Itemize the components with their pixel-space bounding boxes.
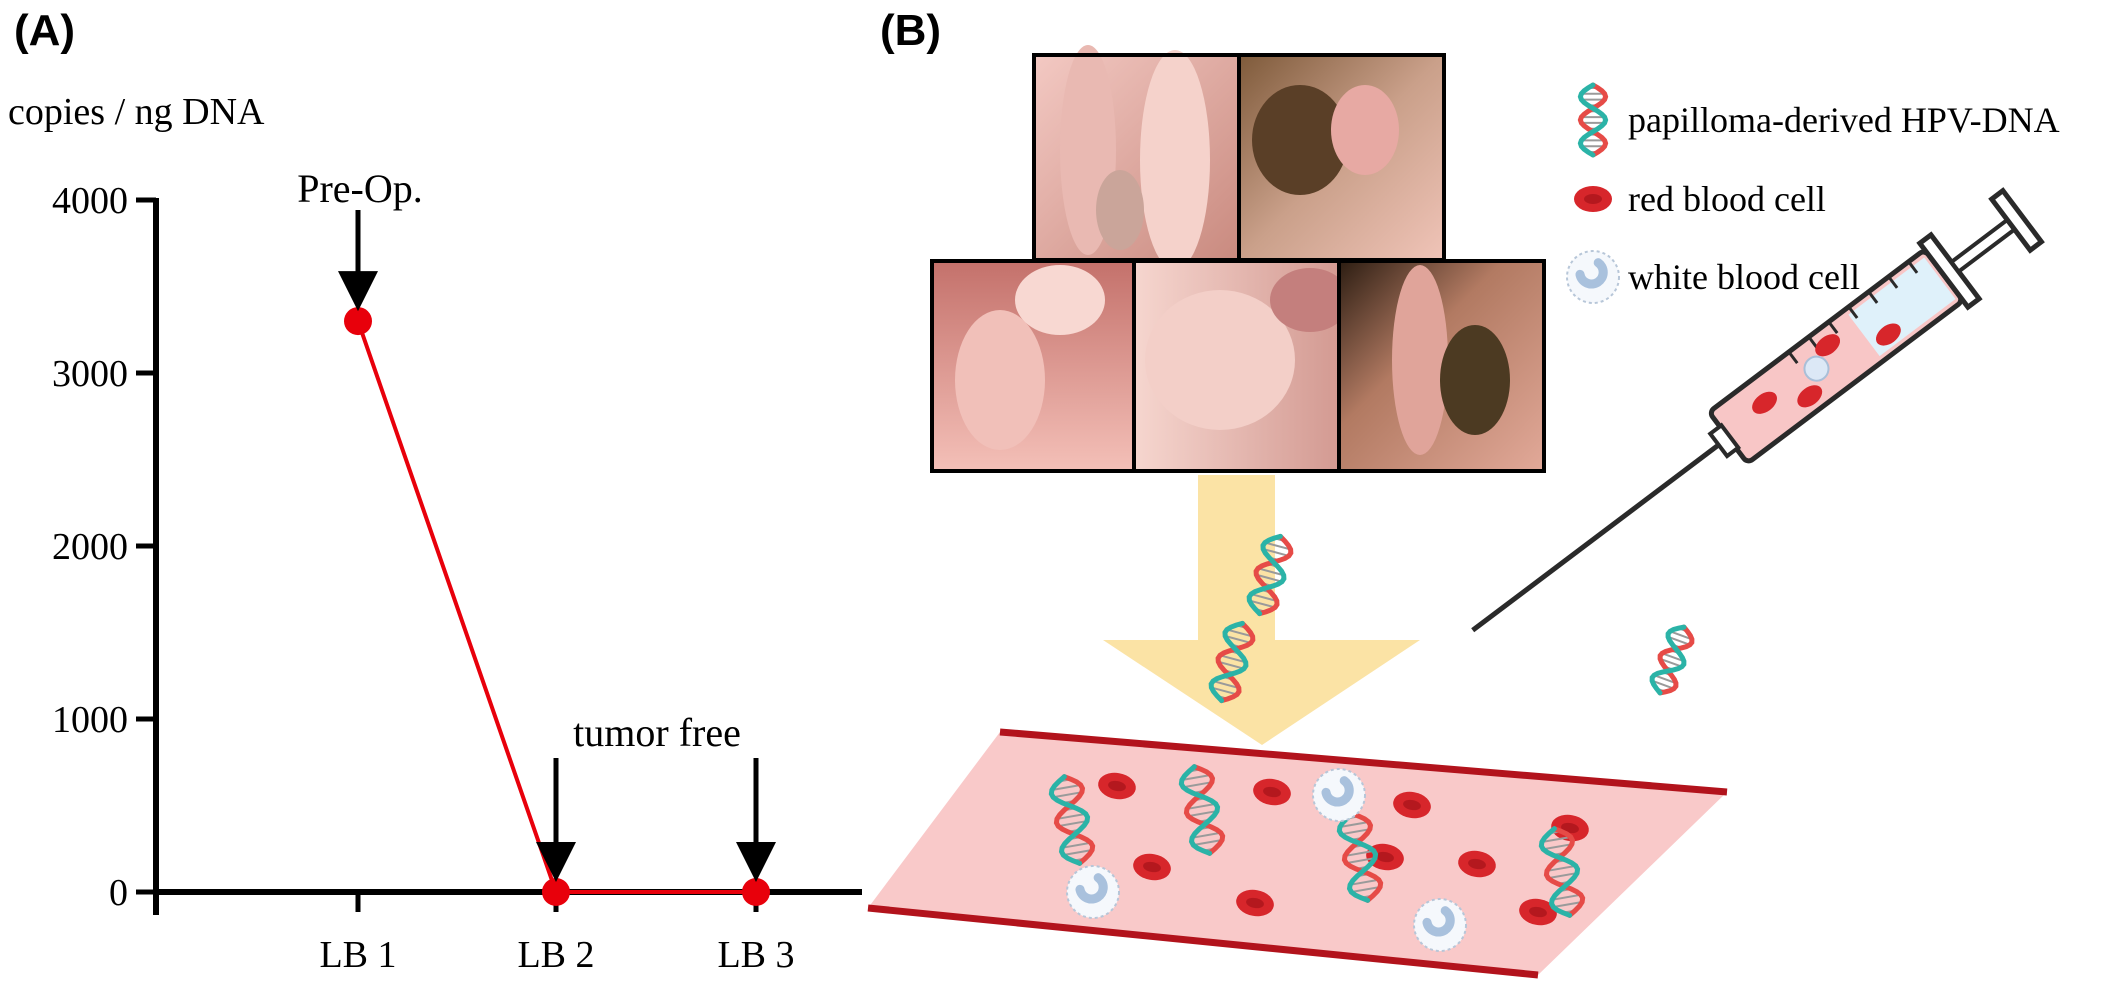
- y-tick-label: 3000: [52, 353, 128, 395]
- y-axis-title: copies / ng DNA: [8, 91, 265, 133]
- x-tick-label: LB 3: [717, 934, 794, 976]
- red-blood-cell-icon: [1393, 791, 1431, 819]
- collage-frames: [930, 53, 1546, 473]
- syringe-icon: [1471, 187, 2045, 633]
- endoscopy-image-1: [1034, 45, 1239, 270]
- dna-helix-icon: [1577, 82, 1609, 158]
- annotations: Pre-Op. tumor free: [297, 166, 776, 882]
- red-blood-cell-icon: [1458, 850, 1496, 878]
- red-blood-cell-icon: [1551, 814, 1589, 842]
- vessel-edge-bottom: [867, 904, 1539, 979]
- y-tick-label: 2000: [52, 526, 128, 568]
- red-blood-cell-icon: [1253, 778, 1291, 806]
- red-blood-cell-icon: [1519, 898, 1557, 926]
- annotation-label: Pre-Op.: [297, 166, 423, 211]
- dna-helix-icon: [1048, 774, 1096, 866]
- panel-a-label: (A): [14, 6, 76, 55]
- endoscopy-image-2: [1239, 55, 1444, 260]
- legend-label: white blood cell: [1628, 257, 1860, 297]
- legend: papilloma-derived HPV-DNA red blood cell w…: [1566, 82, 2060, 304]
- y-tick-label: 4000: [52, 180, 128, 222]
- white-blood-cell-icon: [1566, 250, 1620, 304]
- data-series: [344, 307, 770, 906]
- y-tick-label: 0: [109, 872, 128, 914]
- endoscopy-image-4: [1134, 261, 1350, 471]
- endoscopy-image-3: [932, 261, 1134, 471]
- endoscopy-collage: [930, 45, 1546, 473]
- dna-helix-icon: [1208, 620, 1256, 704]
- vessel-contents: [1048, 533, 1695, 952]
- blood-vessel: [868, 732, 1727, 975]
- white-blood-cell-icon: [1066, 865, 1120, 919]
- dna-helix-icon: [1246, 533, 1294, 617]
- x-tick-label: LB 1: [319, 934, 396, 976]
- vessel-edge-top: [999, 728, 1728, 796]
- data-point: [542, 878, 570, 906]
- legend-label: red blood cell: [1628, 179, 1826, 219]
- dna-helix-icon: [1649, 624, 1695, 696]
- data-point: [344, 307, 372, 336]
- x-ticks: LB 1 LB 2 LB 3: [319, 892, 795, 976]
- dna-helix-icon: [1336, 811, 1384, 903]
- y-tick-label: 1000: [52, 699, 128, 741]
- panel-b-label: (B): [880, 6, 942, 55]
- white-blood-cell-icon: [1413, 898, 1467, 952]
- red-blood-cell-icon: [1236, 889, 1274, 917]
- red-blood-cell-icon: [1133, 853, 1171, 881]
- data-point: [742, 878, 770, 906]
- red-blood-cell-icon: [1574, 186, 1612, 212]
- legend-label: papilloma-derived HPV-DNA: [1628, 100, 2060, 140]
- dna-helix-icon: [1178, 764, 1226, 856]
- white-blood-cell-icon: [1312, 768, 1366, 822]
- red-blood-cell-icon: [1098, 772, 1136, 800]
- y-ticks: 0 1000 2000 3000 4000: [52, 180, 156, 914]
- x-tick-label: LB 2: [517, 934, 594, 976]
- annotation-label: tumor free: [573, 710, 741, 755]
- dna-helix-icon: [1538, 826, 1586, 918]
- endoscopy-image-5: [1339, 261, 1544, 471]
